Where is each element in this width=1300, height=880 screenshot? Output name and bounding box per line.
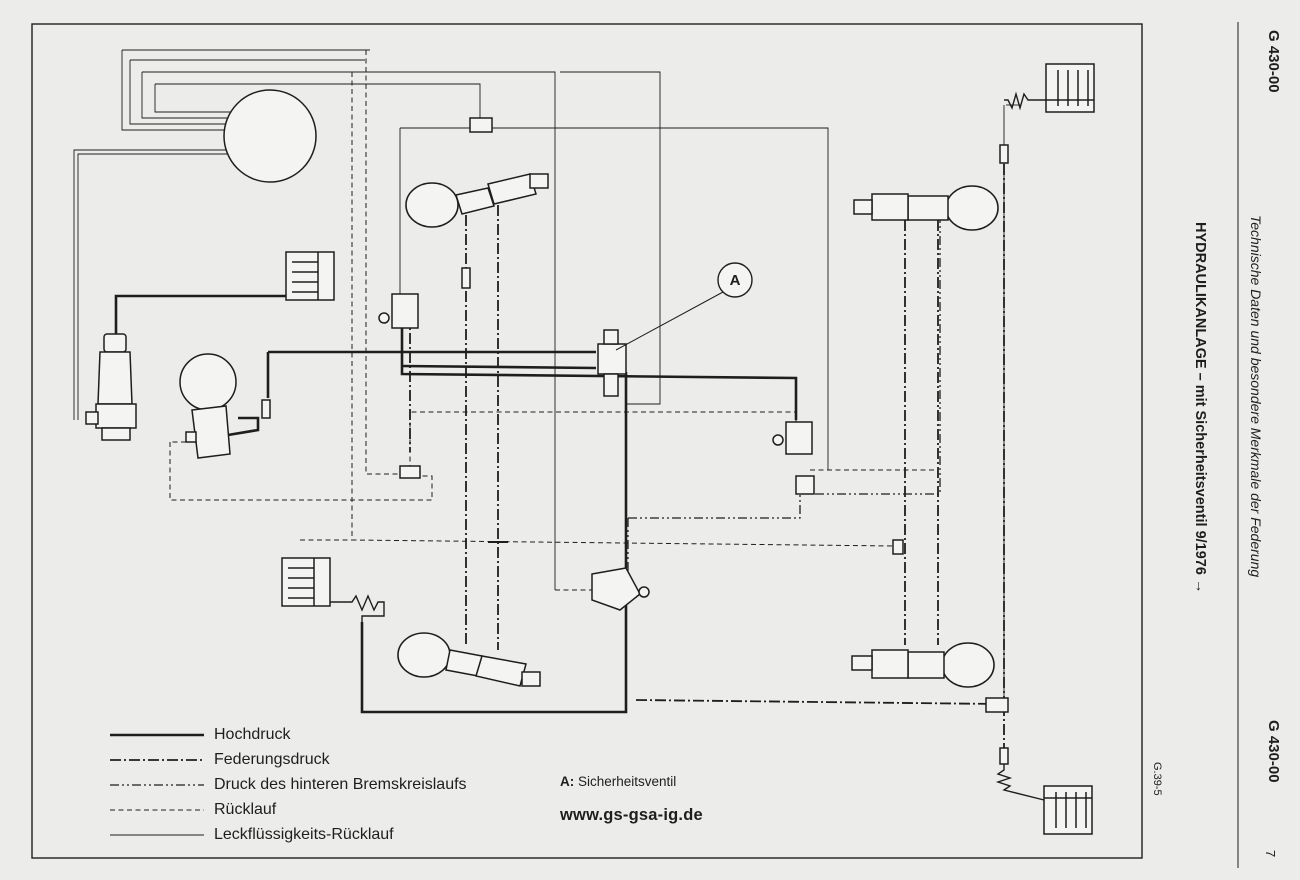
leak-return-lines: [73, 49, 1020, 700]
page-number: 7: [1263, 850, 1278, 858]
legend-label-high-pressure: Hochdruck: [214, 726, 291, 743]
rear-height-corrector: [772, 421, 813, 455]
callout-note: A: Sicherheitsventil: [560, 774, 676, 789]
flexible-line: [995, 764, 1045, 801]
rear-brake-circuit-lines: [627, 220, 941, 578]
legend-label-leak-return: Leckflüssigkeits-Rücklauf: [214, 826, 394, 843]
rear-suspension-cylinder-lower: [851, 642, 995, 688]
flexible-line: [1004, 91, 1046, 111]
front-height-corrector: [378, 293, 419, 329]
callout-a-letter: A: [729, 272, 741, 289]
legend-swatches: [110, 733, 204, 836]
diagram-frame: [31, 23, 1143, 859]
figure-reference: G.39-5: [1151, 762, 1163, 796]
callout-a-leader: [615, 291, 724, 351]
page-subtitle: Technische Daten und besondere Merkmale …: [1248, 215, 1264, 578]
legend-label-rear-brake-circuit: Druck des hinteren Bremskreislaufs: [214, 776, 467, 793]
hydraulic-reservoir: [223, 89, 317, 183]
return-lines: [169, 50, 938, 591]
line-fitting: [461, 267, 471, 289]
callout-note-text: Sicherheitsventil: [574, 774, 677, 789]
line-fitting: [261, 399, 271, 419]
callout-a-circle: [717, 262, 753, 298]
pressure-regulator: [179, 353, 237, 459]
front-suspension-cylinder-upper: [405, 173, 549, 228]
front-brake-unit-upper: [285, 251, 335, 301]
hydraulic-pump: [85, 333, 137, 441]
flexible-line: [330, 594, 385, 622]
rear-brake-unit-upper: [1045, 63, 1095, 113]
legend-label-return: Rücklauf: [214, 801, 277, 818]
rear-suspension-cylinder-upper: [853, 185, 999, 231]
safety-valve: [597, 329, 627, 397]
section-code-top: G 430-00: [1265, 30, 1282, 93]
brake-valve: [591, 567, 650, 611]
line-fitting: [999, 144, 1009, 164]
website-watermark: www.gs-gsa-ig.de: [560, 806, 703, 824]
callout-note-key: A:: [560, 774, 575, 789]
rear-brake-unit-lower: [1043, 785, 1093, 835]
page-title: HYDRAULIKANLAGE – mit Sicherheitsventil …: [1192, 222, 1208, 594]
distribution-block: [399, 117, 1009, 713]
section-code-bottom: G 430-00: [1265, 720, 1282, 783]
high-pressure-lines: [114, 294, 798, 714]
front-brake-unit-lower: [281, 557, 331, 607]
front-suspension-cylinder-lower: [397, 632, 541, 687]
legend-label-suspension-pressure: Federungsdruck: [214, 751, 330, 768]
line-fitting: [999, 747, 1009, 765]
